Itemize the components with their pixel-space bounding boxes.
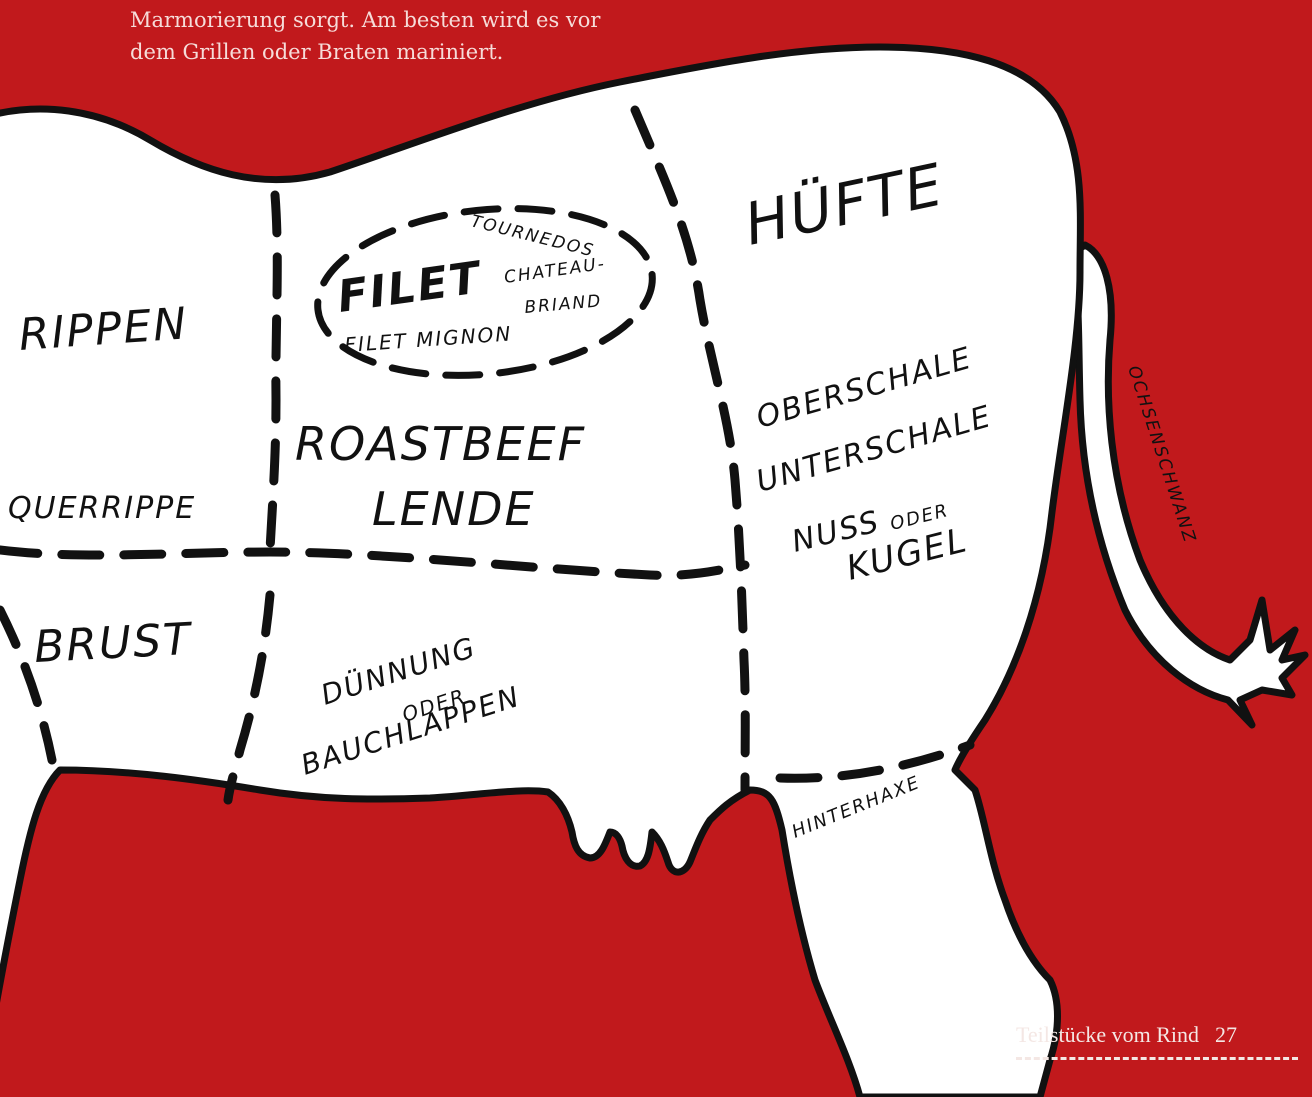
label-roastbeef: ROASTBEEF — [295, 417, 586, 471]
footer-title: Teilstücke vom Rind — [1016, 1022, 1199, 1048]
label-querrippe: QUERRIPPE — [8, 491, 196, 526]
label-ochsenschwanz: OCHSENSCHWANZ — [1123, 363, 1199, 546]
footer-dashed-rule — [1016, 1057, 1298, 1060]
label-lende: LENDE — [372, 482, 536, 536]
page-number: 27 — [1215, 1022, 1237, 1048]
cow-tail — [1070, 245, 1305, 725]
label-brust: BRUST — [33, 614, 194, 673]
page-footer: Teilstücke vom Rind 27 — [1016, 1022, 1298, 1048]
